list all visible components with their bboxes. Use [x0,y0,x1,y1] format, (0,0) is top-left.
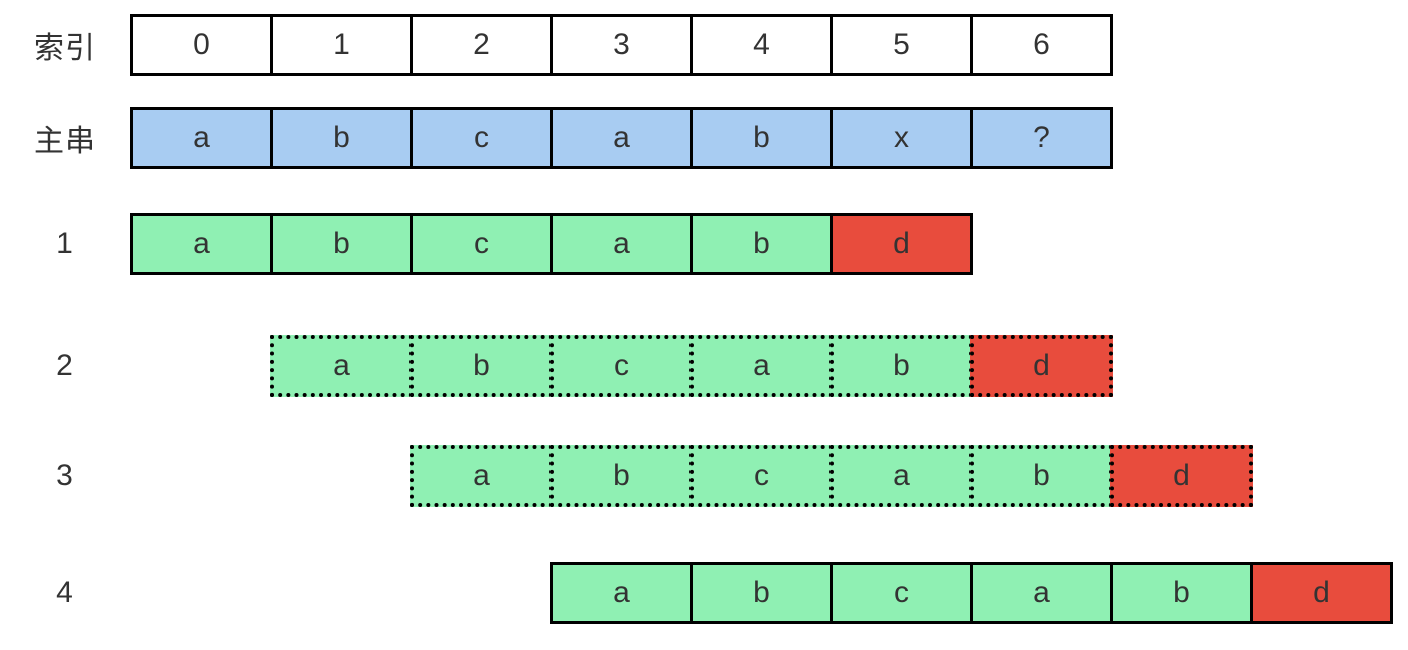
attempt-2-cell-5-mismatch: d [970,335,1113,397]
attempt-4-cell-2: c [830,562,973,624]
index-cell-1: 1 [270,14,413,76]
attempt-4-label: 4 [56,576,74,609]
main-string-label: 主串 [34,125,96,158]
index-cell-5: 5 [830,14,973,76]
attempt-3-cell-1: b [550,445,693,507]
attempt-1-cell-5-mismatch: d [830,213,973,275]
index-cell-4: 4 [690,14,833,76]
attempt-3-cell-5-mismatch: d [1110,445,1253,507]
attempt-2-cell-0: a [270,335,413,397]
main-string-cell-2: c [410,107,553,169]
main-string-cell-5: x [830,107,973,169]
index-cell-6: 6 [970,14,1113,76]
attempt-3-cell-4: b [970,445,1113,507]
attempt-4-cell-0: a [550,562,693,624]
index-label: 索引 [34,32,96,65]
index-cell-3: 3 [550,14,693,76]
attempt-3-cell-0: a [410,445,553,507]
attempt-4-cell-3: a [970,562,1113,624]
attempt-2-cell-4: b [830,335,973,397]
main-string-cell-6: ? [970,107,1113,169]
index-cell-2: 2 [410,14,553,76]
attempt-2-cell-3: a [690,335,833,397]
attempt-1-label: 1 [56,227,74,260]
attempt-4-cell-5-mismatch: d [1250,562,1393,624]
attempt-1-cell-1: b [270,213,413,275]
attempt-2-cell-2: c [550,335,693,397]
attempt-4-cell-1: b [690,562,833,624]
attempt-1-cell-3: a [550,213,693,275]
main-string-cell-1: b [270,107,413,169]
index-cell-0: 0 [130,14,273,76]
attempt-1-cell-0: a [130,213,273,275]
attempt-3-cell-3: a [830,445,973,507]
attempt-3-cell-2: c [690,445,833,507]
main-string-cell-4: b [690,107,833,169]
attempt-1-cell-4: b [690,213,833,275]
attempt-4-cell-4: b [1110,562,1253,624]
attempt-2-cell-1: b [410,335,553,397]
main-string-cell-0: a [130,107,273,169]
main-string-cell-3: a [550,107,693,169]
attempt-3-label: 3 [56,459,74,492]
attempt-2-label: 2 [56,349,74,382]
attempt-1-cell-2: c [410,213,553,275]
